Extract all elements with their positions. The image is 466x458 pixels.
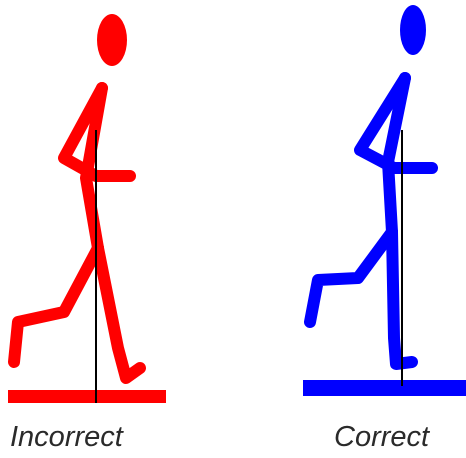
correct-runner-back-leg [310, 232, 392, 322]
correct-caption: Correct [334, 420, 429, 454]
incorrect-ground-bar [8, 390, 166, 403]
incorrect-caption: Incorrect [10, 420, 123, 454]
incorrect-runner-head [97, 14, 127, 66]
correct-runner-head [400, 5, 426, 55]
incorrect-runner-front-leg [98, 248, 140, 378]
correct-runner-figure [310, 5, 432, 364]
incorrect-runner-figure [14, 14, 140, 378]
incorrect-runner-back-leg [14, 248, 98, 362]
correct-ground-bar [303, 380, 466, 396]
